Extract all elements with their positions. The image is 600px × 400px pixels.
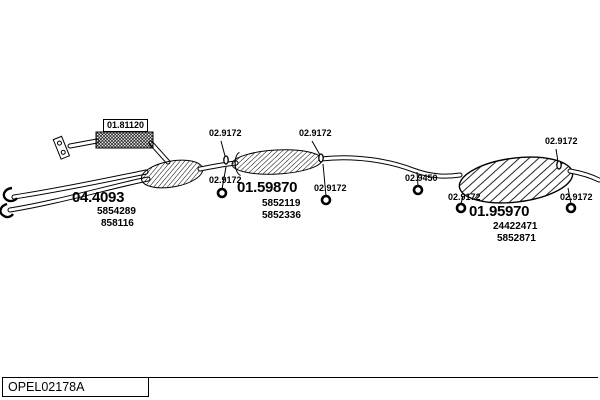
part-code-rear-silencer: 01.95970	[469, 203, 530, 220]
drawing-code-box: OPEL02178A	[2, 377, 149, 397]
mounting-label: 02.9450	[405, 173, 438, 183]
part-ref: 5852871	[497, 233, 536, 244]
part-ref: 5852336	[262, 210, 301, 221]
centre-silencer-shape	[231, 149, 323, 176]
footer-divider	[149, 377, 598, 378]
part-code-centre-silencer: 01.59870	[237, 179, 298, 196]
pipe-clamp-marks	[223, 153, 562, 170]
flex-pipe-shape	[95, 131, 154, 149]
catalyst-outlet-pipe	[197, 160, 239, 172]
front-pipes	[7, 138, 171, 213]
clamp-label: 02.9172	[560, 192, 593, 202]
rubber-hanger-rings	[216, 184, 577, 214]
intermediate-pipe	[318, 155, 463, 179]
drawing-code: OPEL02178A	[8, 380, 85, 394]
part-ref: 5854289	[97, 206, 136, 217]
catalytic-converter-shape	[140, 159, 204, 189]
tailpipe	[567, 168, 600, 183]
clamp-label: 02.9172	[314, 183, 347, 193]
clamp-label: 02.9172	[299, 128, 332, 138]
part-ref: 858116	[101, 218, 134, 229]
clamp-label: 02.9172	[209, 128, 242, 138]
part-code-front-section: 04.4093	[72, 189, 125, 206]
clamp-label: 02.9172	[545, 136, 578, 146]
clamp-label: 02.9172	[209, 175, 242, 185]
part-ref: 5852119	[262, 198, 301, 209]
clamp-label: 02.9172	[448, 192, 481, 202]
part-ref: 24422471	[493, 221, 538, 232]
front-hanger-hooks	[0, 186, 18, 219]
flex-flange	[52, 135, 71, 160]
part-code-flex-pipe: 01.81120	[103, 119, 149, 133]
leader-lines	[220, 140, 572, 205]
